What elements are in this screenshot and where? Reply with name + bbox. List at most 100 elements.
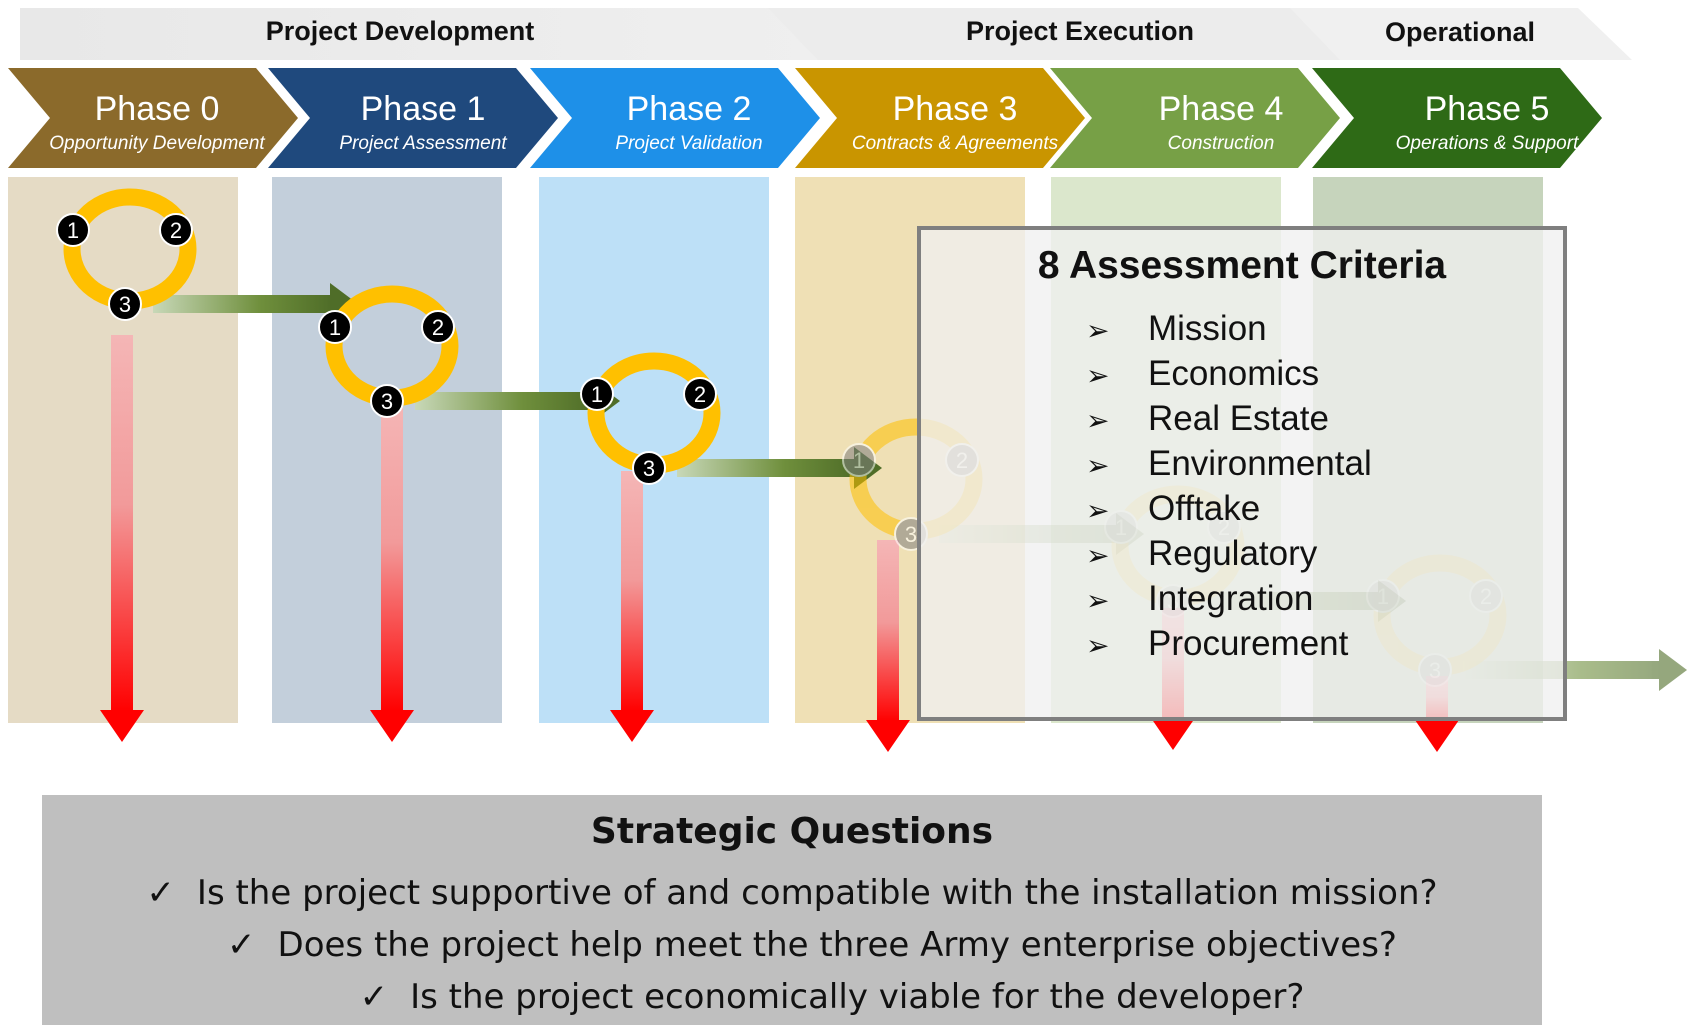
criteria-item: ➢ Mission [1086,306,1372,351]
step-badge-label: 2 [170,218,182,243]
down-arrow-head [1151,718,1195,750]
criteria-item-label: Real Estate [1148,399,1329,438]
phase-0-title: Phase 0 [94,90,220,128]
criteria-item: ➢ Regulatory [1086,531,1372,576]
step-badge [421,310,455,344]
arrow-bullet-icon: ➢ [1086,539,1110,572]
criteria-item: ➢ Environmental [1086,441,1372,486]
step-badge [580,377,614,411]
strategic-questions-title: Strategic Questions [590,811,994,852]
arrow-bullet-icon: ➢ [1086,629,1110,662]
assessment-criteria-list: ➢ Mission ➢ Economics ➢ Real Estate ➢ Enviro… [1086,306,1372,666]
criteria-item: ➢ Offtake [1086,486,1372,531]
arrow-bullet-icon: ➢ [1086,494,1110,527]
strategic-questions-panel: Strategic Questions ✓ Is the project supp… [42,795,1542,1025]
criteria-item-label: Offtake [1148,489,1261,528]
strategic-question-text: Is the project supportive of and compati… [196,873,1438,913]
step-badge [56,213,90,247]
criteria-item-label: Regulatory [1148,534,1318,573]
down-arrow-0 [100,335,144,742]
criteria-item-label: Environmental [1148,444,1372,483]
arrow-bullet-icon: ➢ [1086,404,1110,437]
phase-1-subtitle: Project Assessment [339,133,507,154]
cycle-icon-1: 1 2 3 [318,285,459,418]
down-arrow-head [1415,720,1459,752]
down-arrow-head [866,720,910,752]
arrow-bullet-icon: ➢ [1086,314,1110,347]
phase-chevron-2 [530,68,820,168]
forward-arrow-head [1659,649,1687,691]
phase-3-subtitle: Contracts & Agreements [851,133,1059,154]
phase-chevron-4 [1050,68,1340,168]
step-badge [318,310,352,344]
phase-chevrons [8,68,1602,168]
criteria-item-label: Mission [1148,309,1267,348]
phase-chevron-5 [1312,68,1602,168]
criteria-item-label: Integration [1148,579,1314,618]
step-badge-label: 3 [905,522,917,547]
criteria-item: ➢ Procurement [1086,621,1372,666]
strategic-question: ✓ Does the project help meet the three Ar… [42,925,1562,965]
banner-label-operational: Operational [1384,17,1536,47]
criteria-item: ➢Integration [1086,576,1372,621]
phase-column-2 [539,177,769,723]
phase-4-subtitle: Construction [1167,133,1275,154]
criteria-item-label: Economics [1148,354,1320,393]
strategic-question: ✓ Is the project supportive of and compat… [42,873,1562,913]
down-arrow-shaft [877,540,899,722]
arrow-bullet-icon: ➢ [1086,449,1110,482]
down-arrow-shaft [381,404,403,712]
strategic-question-text: Is the project economically viable for t… [410,977,1305,1017]
checkmark-icon: ✓ [146,873,175,913]
down-arrow-shaft [111,335,133,712]
banner [20,8,1632,60]
phase-1-title: Phase 1 [360,90,486,128]
assessment-criteria-panel: 8 Assessment Criteria ➢ Mission ➢ Economic… [917,226,1567,721]
phase-chevron-3 [795,68,1085,168]
phase-5-subtitle: Operations & Support [1395,133,1579,154]
phase-chevron-0 [8,68,298,168]
step-badge [842,443,876,477]
banner-label-project-execution: Project Execution [965,16,1195,46]
checkmark-icon: ✓ [227,925,256,965]
forward-arrow-shaft [415,392,594,410]
strategic-question-text: Does the project help meet the three Arm… [277,925,1397,965]
criteria-item: ➢ Real Estate [1086,396,1372,441]
phase-0-subtitle: Opportunity Development [49,133,265,154]
step-badge [632,451,666,485]
banner-label-project-development: Project Development [265,16,535,46]
down-arrow-1 [370,404,414,742]
checkmark-icon: ✓ [359,977,389,1017]
phase-chevron-1 [268,68,558,168]
down-arrow-head [610,710,654,742]
phase-2-subtitle: Project Validation [615,133,763,154]
step-badge-label: 2 [694,382,706,407]
step-badge [159,213,193,247]
down-arrow-head [370,710,414,742]
phase-2-title: Phase 2 [626,90,752,128]
step-badge-label: 2 [432,315,444,340]
arrow-bullet-icon: ➢ [1086,359,1110,392]
step-badge-label: 1 [591,382,603,407]
forward-arrow-shaft [153,295,332,313]
criteria-item-label: Procurement [1148,624,1349,663]
banner-segment-project-development [20,8,822,60]
step-badge-label: 3 [643,456,655,481]
down-arrow-3 [866,540,910,752]
phase-5-title: Phase 5 [1424,90,1550,128]
criteria-item: ➢ Economics [1086,351,1372,396]
step-badge-label: 3 [119,292,131,317]
cycle-icon-2: 1 2 3 [580,352,721,485]
down-arrow-shaft [621,471,643,712]
step-badge-label: 1 [853,448,865,473]
banner-segment-project-execution [768,8,1342,60]
step-badge-label: 1 [329,315,341,340]
assessment-criteria-title: 8 Assessment Criteria [1037,244,1447,287]
down-arrow-head [100,710,144,742]
phase-4-title: Phase 4 [1158,90,1284,128]
phase-3-title: Phase 3 [892,90,1018,128]
step-badge [370,384,404,418]
step-badge-label: 3 [381,389,393,414]
